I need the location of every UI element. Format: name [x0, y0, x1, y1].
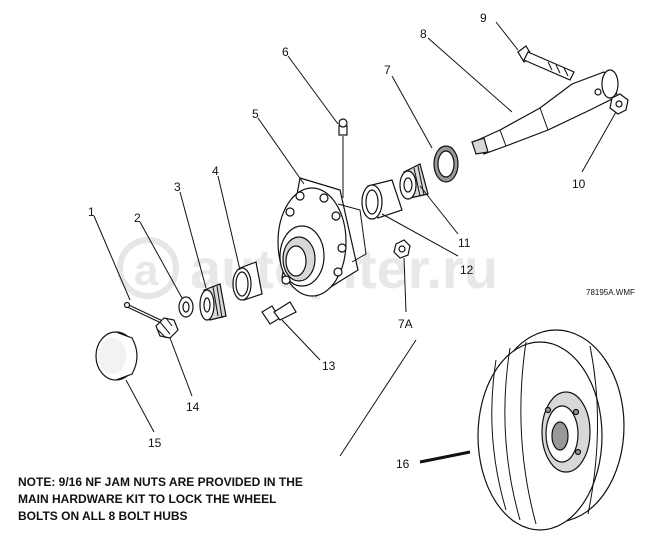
- callout-11: 11: [458, 236, 471, 250]
- part-wheel-hub: [277, 177, 367, 297]
- part-grease-fitting: [338, 118, 348, 198]
- part-tire-wheel: [477, 329, 625, 531]
- callout-14: 14: [186, 400, 200, 414]
- callout-4: 4: [212, 164, 219, 178]
- note-line-1: NOTE: 9/16 NF JAM NUTS ARE PROVIDED IN T…: [18, 475, 303, 489]
- part-dust-cap: [95, 331, 138, 381]
- callout-16: 16: [396, 457, 410, 471]
- callout-labels: 1 2 3 4 5 6 7 8 9 10 11 12 7A 13 14 15 1…: [88, 11, 586, 471]
- part-washer: [178, 296, 194, 318]
- callout-7: 7: [384, 63, 391, 77]
- part-outer-bearing-cup: [232, 261, 263, 301]
- callout-9: 9: [480, 11, 487, 25]
- part-spindle-bolt: [517, 45, 575, 81]
- callout-1: 1: [88, 205, 95, 219]
- note-line-2: MAIN HARDWARE KIT TO LOCK THE WHEEL: [18, 492, 277, 506]
- part-cotter-pin: [123, 301, 163, 324]
- note-line-3: BOLTS ON ALL 8 BOLT HUBS: [18, 509, 188, 523]
- callout-7a: 7A: [398, 317, 413, 331]
- callout-12: 12: [460, 263, 474, 277]
- part-castle-nut: [155, 317, 179, 339]
- note-text: NOTE: 9/16 NF JAM NUTS ARE PROVIDED IN T…: [18, 474, 348, 525]
- part-wheel-bolt: [261, 301, 297, 325]
- part-grease-seal: [433, 145, 459, 183]
- callout-3: 3: [174, 180, 181, 194]
- part-inner-bearing-cup: [361, 179, 403, 220]
- callout-6: 6: [282, 45, 289, 59]
- callout-10: 10: [572, 177, 586, 191]
- callout-8: 8: [420, 27, 427, 41]
- callout-15: 15: [148, 436, 162, 450]
- drawing-id: 78195A.WMF: [586, 288, 635, 297]
- part-spindle-nut: [609, 93, 629, 115]
- svg-text:a: a: [134, 246, 159, 295]
- callout-13: 13: [322, 359, 336, 373]
- callout-2: 2: [134, 211, 141, 225]
- part-jam-nut: [393, 239, 411, 259]
- part-spindle: [471, 69, 619, 155]
- part-inner-bearing-cone: [399, 163, 429, 200]
- part-outer-bearing-cone: [199, 283, 227, 321]
- callout-5: 5: [252, 107, 259, 121]
- leader-lines: [93, 21, 617, 464]
